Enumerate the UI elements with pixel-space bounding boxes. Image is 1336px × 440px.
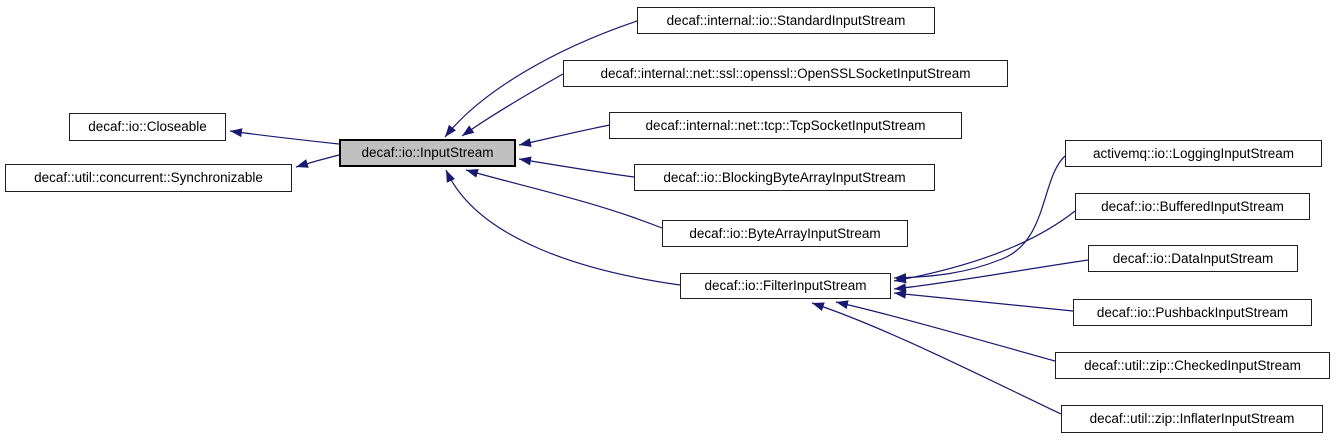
inheritance-edge-standard-to-inputstream xyxy=(444,20,638,138)
class-node-data[interactable]: decaf::io::DataInputStream xyxy=(1088,245,1298,272)
inheritance-edge-tcp-to-inputstream xyxy=(518,124,611,147)
inheritance-edge-pushback-to-filter xyxy=(893,289,1074,312)
inheritance-edge-checked-to-filter xyxy=(835,300,1056,362)
class-node-checked[interactable]: decaf::util::zip::CheckedInputStream xyxy=(1055,352,1330,379)
class-node-openssl[interactable]: decaf::internal::net::ssl::openssl::Open… xyxy=(563,60,1008,87)
class-node-synchronizable[interactable]: decaf::util::concurrent::Synchronizable xyxy=(5,164,292,192)
class-node-logging[interactable]: activemq::io::LoggingInputStream xyxy=(1065,140,1322,167)
class-node-bytearray[interactable]: decaf::io::ByteArrayInputStream xyxy=(662,220,908,247)
inheritance-edge-filter-to-inputstream xyxy=(445,169,681,286)
class-node-filter[interactable]: decaf::io::FilterInputStream xyxy=(680,273,891,299)
class-node-buffered[interactable]: decaf::io::BufferedInputStream xyxy=(1075,193,1310,220)
class-node-blocking[interactable]: decaf::io::BlockingByteArrayInputStream xyxy=(634,164,935,191)
inheritance-edge-buffered-to-filter xyxy=(893,210,1076,284)
inheritance-edge-bytearray-to-inputstream xyxy=(465,169,663,229)
inheritance-edge-inputstream-to-closeable xyxy=(229,128,340,145)
inheritance-edge-blocking-to-inputstream xyxy=(518,156,635,178)
inheritance-edge-inflater-to-filter xyxy=(811,302,1062,415)
inheritance-edge-data-to-filter xyxy=(893,259,1089,293)
class-node-inflater[interactable]: decaf::util::zip::InflaterInputStream xyxy=(1061,405,1323,433)
class-node-tcp[interactable]: decaf::internal::net::tcp::TcpSocketInpu… xyxy=(609,112,962,139)
class-node-closeable[interactable]: decaf::io::Closeable xyxy=(69,113,226,141)
class-node-inputstream: decaf::io::InputStream xyxy=(339,139,516,167)
inheritance-edge-logging-to-filter xyxy=(893,155,1066,283)
inheritance-edge-inputstream-to-synchronizable xyxy=(295,154,340,168)
class-node-pushback[interactable]: decaf::io::PushbackInputStream xyxy=(1073,299,1312,326)
class-node-standard[interactable]: decaf::internal::io::StandardInputStream xyxy=(637,7,935,34)
inheritance-edge-openssl-to-inputstream xyxy=(461,73,564,137)
